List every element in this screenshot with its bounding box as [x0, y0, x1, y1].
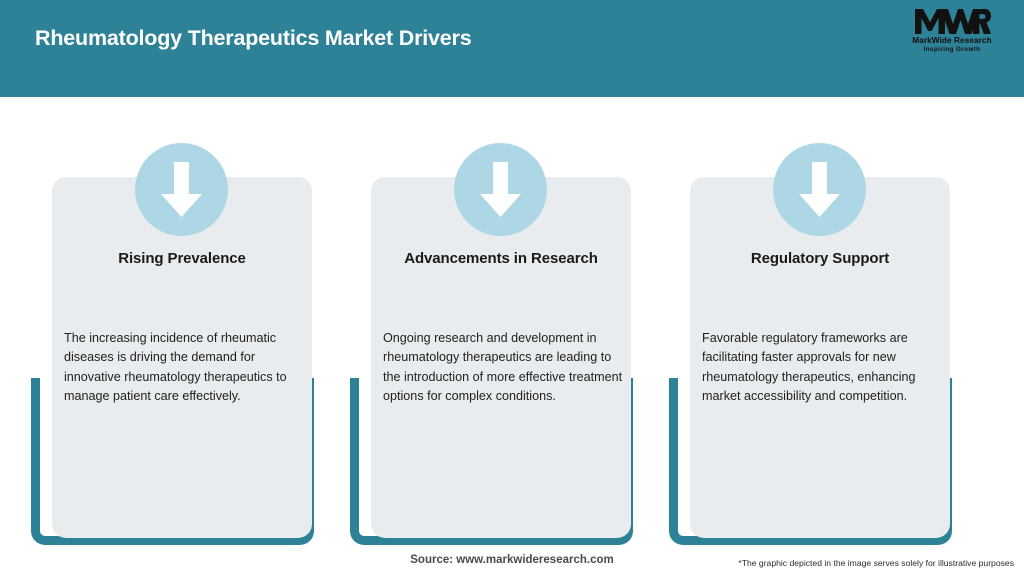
card-title: Rising Prevalence — [118, 250, 246, 267]
disclaimer-note: *The graphic depicted in the image serve… — [738, 558, 1014, 568]
card-panel — [690, 177, 950, 538]
header-bar: Rheumatology Therapeutics Market Drivers… — [0, 0, 1024, 97]
card-description: Favorable regulatory frameworks are faci… — [702, 331, 916, 404]
driver-card-1[interactable]: Rising Prevalence The increasing inciden… — [22, 0, 342, 576]
driver-card-2[interactable]: Advancements in Research Ongoing researc… — [341, 0, 661, 576]
card-panel — [52, 177, 312, 538]
card-panel — [371, 177, 631, 538]
arrow-down-glyph — [799, 162, 840, 217]
source-label: Source: www.markwideresearch.com — [410, 554, 614, 566]
page-title: Rheumatology Therapeutics Market Drivers — [35, 26, 472, 50]
arrow-down-glyph — [480, 162, 521, 217]
card-title: Advancements in Research — [404, 250, 598, 267]
logo-company-name: MarkWide Research — [912, 36, 992, 45]
card-description: Ongoing research and development in rheu… — [383, 331, 623, 404]
mwr-logo-icon — [915, 9, 991, 34]
card-description: The increasing incidence of rheumatic di… — [64, 331, 287, 404]
brand-logo: MarkWide Research Inspiring Growth — [898, 8, 1006, 64]
driver-card-3[interactable]: Regulatory Support Favorable regulatory … — [660, 0, 980, 576]
arrow-down-glyph — [161, 162, 202, 217]
arrow-down-icon — [135, 143, 228, 236]
arrow-down-icon — [454, 143, 547, 236]
card-title: Regulatory Support — [750, 250, 890, 267]
logo-tagline: Inspiring Growth — [923, 46, 981, 53]
arrow-down-icon — [773, 143, 866, 236]
